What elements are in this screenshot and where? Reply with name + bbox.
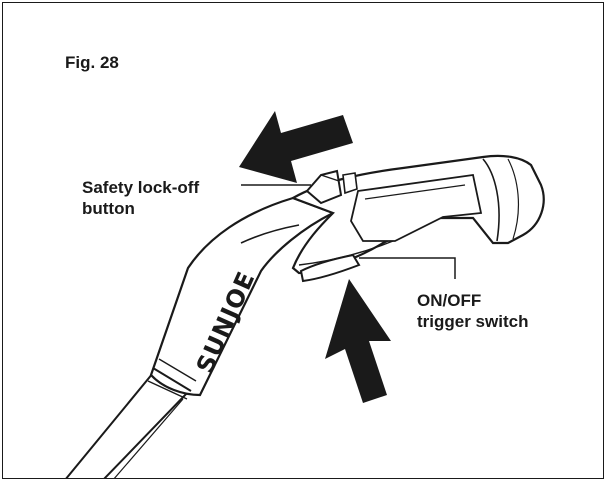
callout-trigger-switch: ON/OFF trigger switch bbox=[417, 290, 528, 332]
arrow-squeeze-up bbox=[325, 279, 391, 403]
callout-safety-lock-off: Safety lock-off button bbox=[82, 177, 199, 219]
callout-safety-line1: Safety lock-off bbox=[82, 178, 200, 197]
leader-line-trigger bbox=[359, 257, 456, 279]
figure-frame: SUNJOE Fig. 28 Safety lock-off button ON… bbox=[2, 2, 604, 479]
arrow-push-left bbox=[239, 111, 353, 183]
callout-trigger-line1: ON/OFF bbox=[417, 291, 482, 310]
callout-trigger-line2: trigger switch bbox=[417, 312, 529, 331]
on-off-trigger-switch bbox=[299, 253, 361, 283]
handle-illustration: SUNJOE bbox=[65, 111, 545, 478]
callout-safety-line2: button bbox=[82, 199, 135, 218]
grip-sleeve bbox=[147, 196, 336, 400]
safety-lock-off-button bbox=[305, 169, 358, 205]
figure-label: Fig. 28 bbox=[65, 53, 119, 72]
